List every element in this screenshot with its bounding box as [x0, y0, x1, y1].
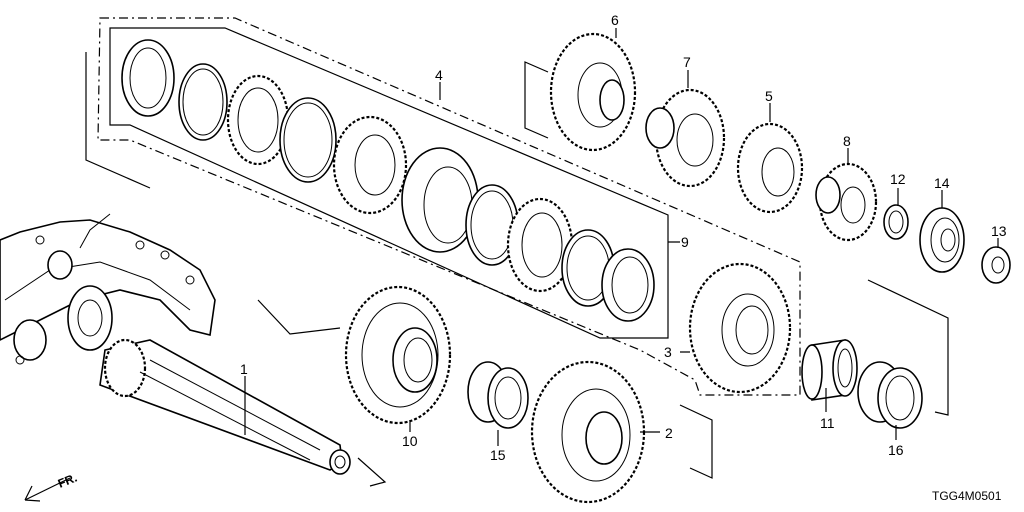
part-10-gear — [344, 285, 452, 425]
callout-16: 16 — [888, 442, 904, 458]
callout-3: 3 — [664, 344, 672, 360]
part-13-nut — [981, 246, 1011, 284]
part-12-washer — [883, 204, 909, 240]
assembly-4-outline — [97, 17, 801, 396]
part-11-collar — [801, 339, 858, 401]
callout-14: 14 — [934, 175, 950, 191]
extension-lines — [257, 279, 949, 487]
callout-4: 4 — [435, 67, 443, 83]
callout-10: 10 — [402, 433, 418, 449]
gear-group-bracket — [524, 61, 549, 139]
callout-1: 1 — [240, 361, 248, 377]
callout-13: 13 — [991, 223, 1007, 239]
diagram-code: TGG4M0501 — [932, 489, 1002, 503]
hub-a — [332, 115, 408, 215]
direction-label: FR. — [56, 471, 79, 491]
sleeve-a — [121, 39, 175, 117]
part-14-bearing — [919, 207, 965, 273]
callout-5: 5 — [765, 88, 773, 104]
callout-6: 6 — [611, 12, 619, 28]
part-2-gear — [530, 360, 646, 504]
synchro-row — [121, 39, 655, 322]
callout-12: 12 — [890, 171, 906, 187]
part-8-gear — [815, 162, 878, 242]
assembly-9-outline — [109, 27, 669, 339]
callout-8: 8 — [843, 133, 851, 149]
gear-ring-a — [226, 74, 290, 166]
part-3-gear — [688, 262, 792, 394]
callout-11: 11 — [820, 415, 835, 431]
transmission-case — [0, 213, 216, 365]
ring-a — [178, 63, 228, 141]
callout-7: 7 — [683, 54, 691, 70]
part-15-needle-bearing — [467, 361, 529, 429]
part-6-gear — [549, 32, 637, 152]
ring-b — [279, 97, 337, 183]
part-16-needle-bearing — [857, 361, 923, 429]
part-5-gear — [736, 122, 804, 214]
part-1-mainshaft — [99, 338, 351, 475]
callout-2: 2 — [665, 425, 673, 441]
callout-15: 15 — [490, 447, 506, 463]
left-bracket — [85, 52, 151, 189]
direction-arrow — [24, 477, 71, 502]
sleeve-c — [601, 248, 655, 322]
callout-9: 9 — [681, 234, 689, 250]
part-7-gear — [645, 88, 726, 188]
leader-lines — [244, 28, 999, 446]
